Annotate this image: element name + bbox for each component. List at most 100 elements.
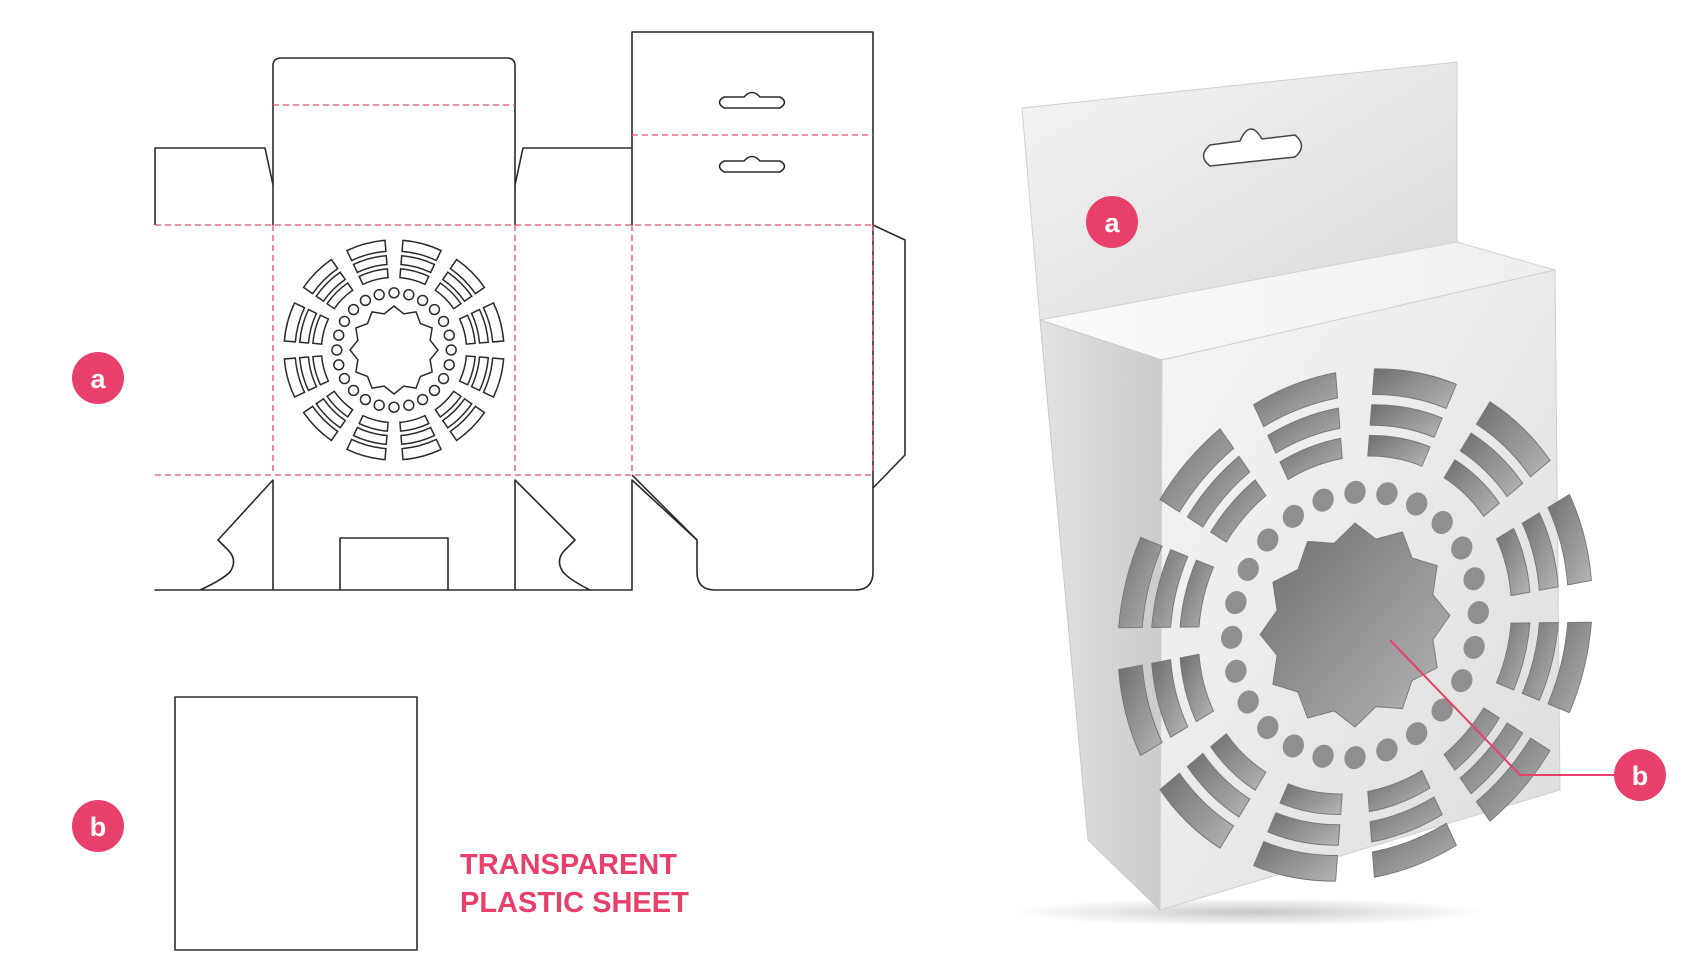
petal-cut	[315, 397, 347, 429]
dot-hole	[333, 329, 345, 341]
petal-cut	[302, 258, 339, 295]
dot-hole	[1282, 734, 1305, 758]
petal-cut	[312, 355, 330, 386]
petal-cut	[1369, 404, 1443, 438]
petal-cut	[470, 356, 490, 392]
dot-hole	[331, 344, 343, 356]
dot-hole	[445, 344, 457, 356]
dot-hole	[416, 393, 429, 406]
petal-cut	[283, 301, 306, 343]
dot-hole	[338, 372, 351, 385]
petal-cut	[1210, 732, 1267, 791]
dot-hole	[1376, 482, 1398, 506]
petal-cut	[470, 308, 490, 344]
badge-letter: a	[90, 364, 106, 394]
petal-cut	[283, 357, 306, 399]
petal-cut	[1179, 559, 1215, 628]
petal-cut	[1371, 822, 1458, 878]
badge-circle	[1614, 749, 1666, 801]
box-shadow	[1015, 898, 1485, 926]
dot-hole	[443, 359, 455, 371]
petal-cut	[1371, 368, 1458, 410]
petal-cut	[1475, 401, 1551, 478]
dot-hole	[388, 401, 400, 413]
dot-hole	[1405, 722, 1428, 746]
caption-line-1: TRANSPARENT	[460, 849, 677, 881]
dot-hole	[388, 287, 400, 299]
petal-cut	[1279, 783, 1343, 816]
petal-cut	[1186, 455, 1251, 528]
dot-hole	[333, 359, 345, 371]
dot-hole	[1451, 669, 1473, 693]
petal-cut	[458, 355, 476, 386]
dot-hole	[347, 303, 360, 316]
dot-hole	[403, 399, 415, 411]
badge-letter: a	[1104, 208, 1120, 238]
dot-hole	[359, 393, 372, 406]
petal-cut	[1159, 428, 1235, 513]
petal-cut	[482, 357, 505, 399]
petal-cut	[1159, 772, 1235, 849]
petal-cut	[1118, 536, 1163, 629]
petal-cut	[1495, 622, 1531, 691]
petal-cut	[358, 268, 389, 286]
dot-hole	[1431, 698, 1453, 722]
dot-hole	[428, 303, 441, 316]
dot-hole	[1405, 492, 1428, 516]
petal-cut	[345, 438, 387, 461]
petal-cut	[401, 438, 443, 461]
dot-hole	[1344, 480, 1366, 504]
badge-circle	[72, 352, 124, 404]
petal-cut	[482, 301, 505, 343]
dot-hole	[443, 329, 455, 341]
mandala-window	[1118, 368, 1592, 882]
dot-hole	[1225, 591, 1247, 615]
petal-cut	[1279, 437, 1343, 481]
dot-hole	[428, 384, 441, 397]
dot-hole	[1257, 715, 1279, 739]
petal-cut	[352, 254, 388, 274]
dot-hole	[1257, 528, 1279, 552]
petal-cut	[400, 254, 436, 274]
dot-hole	[1312, 744, 1334, 768]
petal-cut	[315, 271, 347, 303]
petal-cut	[399, 414, 430, 432]
petal-cut	[401, 239, 443, 262]
petal-cut	[1252, 840, 1339, 882]
hang-hole-cut	[718, 91, 786, 109]
box-dieline	[154, 31, 906, 591]
petal-cut	[441, 397, 473, 429]
plastic-sheet-outline	[174, 696, 418, 951]
petal-cut	[1252, 372, 1339, 428]
dieline-outline	[154, 31, 906, 591]
dot-hole	[416, 294, 429, 307]
petal-cut	[312, 314, 330, 345]
dot-hole	[1376, 738, 1398, 762]
petal-cut	[1151, 659, 1189, 738]
petal-cut	[1521, 622, 1559, 701]
petal-cut	[1179, 653, 1215, 723]
dot-hole	[1237, 557, 1259, 581]
petal-cut	[441, 271, 473, 303]
dot-hole	[1344, 746, 1366, 770]
petal-cut	[1495, 527, 1531, 597]
dot-hole	[347, 384, 360, 397]
petal-cut	[1267, 812, 1341, 846]
hang-hole	[1202, 128, 1303, 167]
mandala-window-cut	[283, 239, 505, 461]
box-3d-render	[1015, 61, 1625, 926]
badge-circle	[1086, 196, 1138, 248]
dot-hole	[359, 294, 372, 307]
dieline-edge	[631, 474, 698, 541]
petal-cut	[1367, 434, 1431, 467]
petal-cut	[298, 356, 318, 392]
dot-hole	[403, 289, 415, 301]
petal-cut	[326, 390, 354, 418]
petal-cut	[1547, 621, 1592, 714]
dot-hole	[437, 372, 450, 385]
petal-cut	[434, 282, 462, 310]
petal-cut	[298, 308, 318, 344]
petal-cut	[434, 390, 462, 418]
part-label-dieline: a	[72, 352, 124, 404]
caption-line-2: PLASTIC SHEET	[460, 887, 689, 919]
